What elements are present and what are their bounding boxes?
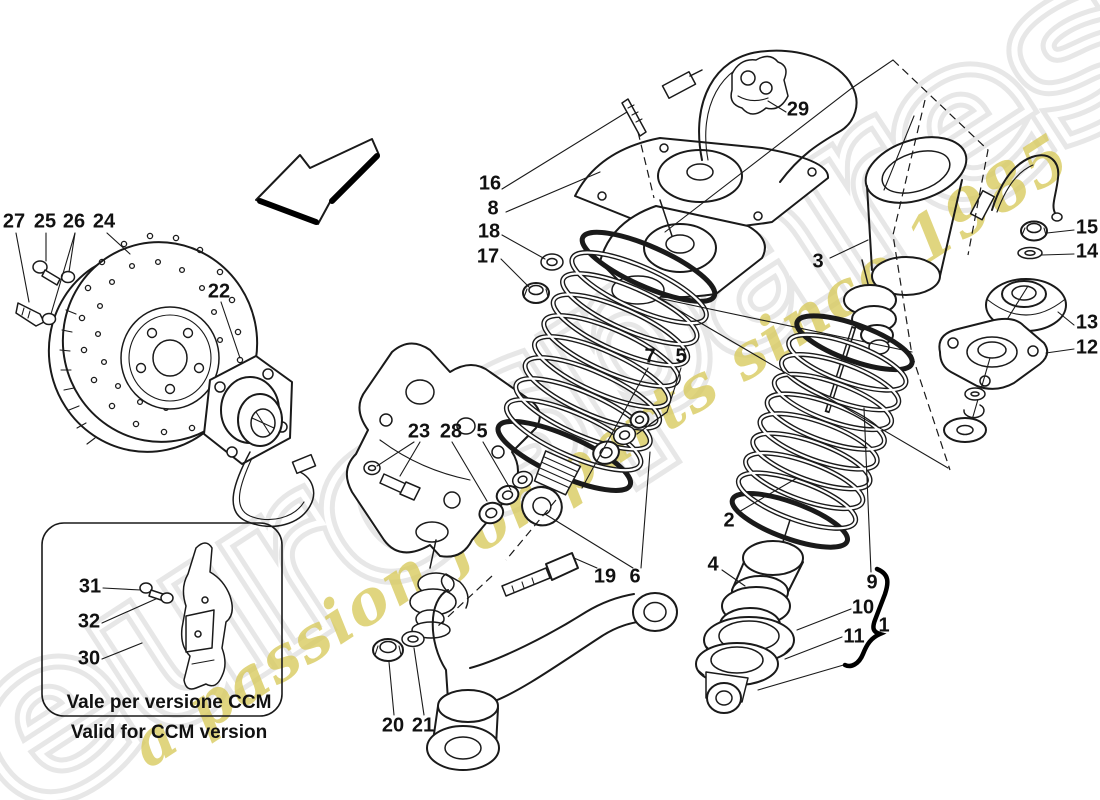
part-label-5b: 5 bbox=[675, 345, 687, 368]
part-label-19: 19 bbox=[593, 565, 617, 588]
lower-control-arm bbox=[426, 573, 678, 771]
ccm-inset-box bbox=[41, 522, 283, 717]
part-label-7: 7 bbox=[644, 345, 656, 368]
disc-fasteners bbox=[15, 260, 76, 327]
part-label-12: 12 bbox=[1075, 336, 1099, 359]
part-label-23: 23 bbox=[407, 420, 431, 443]
disc-bolt-holes bbox=[135, 327, 205, 395]
assembly-brace-1 bbox=[842, 566, 890, 669]
cable-bracket-29 bbox=[730, 55, 789, 115]
bolt-19 bbox=[501, 552, 579, 597]
bolt-25 bbox=[32, 260, 61, 286]
axis-dashes bbox=[437, 131, 655, 627]
leader-lines bbox=[15, 100, 1075, 716]
part-label-22: 22 bbox=[207, 280, 231, 303]
part-label-1: 1 bbox=[878, 614, 890, 637]
washer-14 bbox=[1017, 246, 1043, 260]
part-label-27: 27 bbox=[2, 210, 26, 233]
part-label-31: 31 bbox=[78, 575, 102, 598]
part-label-30: 30 bbox=[77, 647, 101, 670]
abs-sensor-cable bbox=[232, 451, 317, 528]
part-label-32: 32 bbox=[77, 610, 101, 633]
part-label-2: 2 bbox=[723, 509, 735, 532]
ccm-caption-english: Valid for CCM version bbox=[70, 722, 268, 743]
nut-17 bbox=[522, 282, 550, 304]
nut-32 bbox=[160, 592, 174, 604]
part-label-20: 20 bbox=[381, 714, 405, 737]
stud-27 bbox=[15, 302, 45, 327]
central-shock-lower-body bbox=[521, 450, 582, 527]
part-label-17: 17 bbox=[476, 245, 500, 268]
washer-circlip-washer bbox=[943, 387, 987, 443]
ccm-caption-italian: Vale per versione CCM bbox=[66, 692, 272, 713]
washer-21 bbox=[401, 630, 425, 648]
part-label-21: 21 bbox=[411, 714, 435, 737]
part-label-8: 8 bbox=[487, 197, 499, 220]
spring-top-mount bbox=[599, 199, 766, 305]
part-label-13: 13 bbox=[1075, 311, 1099, 334]
bush-set-right bbox=[592, 410, 650, 465]
right-shock-lower bbox=[695, 519, 804, 714]
part-label-10: 10 bbox=[851, 596, 875, 619]
part-label-25: 25 bbox=[33, 210, 57, 233]
part-label-11: 11 bbox=[843, 625, 865, 648]
nut-15 bbox=[1020, 220, 1048, 242]
bolt-23-washer bbox=[363, 460, 421, 501]
part-label-15: 15 bbox=[1075, 216, 1099, 239]
part-label-16: 16 bbox=[478, 172, 502, 195]
stud-and-bump-rubber bbox=[409, 539, 457, 639]
part-label-26: 26 bbox=[62, 210, 86, 233]
dust-cover-3 bbox=[864, 115, 968, 296]
part-label-9: 9 bbox=[866, 571, 878, 594]
stud-16 bbox=[621, 98, 647, 137]
sensor-cable-top-right bbox=[969, 154, 1063, 222]
part-label-24: 24 bbox=[92, 210, 116, 233]
part-label-29: 29 bbox=[786, 98, 810, 121]
heat-shield-30 bbox=[180, 542, 233, 690]
right-shock-eye bbox=[705, 671, 749, 714]
part-label-5a: 5 bbox=[476, 420, 488, 443]
part-label-18: 18 bbox=[477, 220, 501, 243]
projection-lines bbox=[657, 59, 989, 471]
washer-18 bbox=[540, 253, 564, 271]
part-label-4: 4 bbox=[707, 553, 719, 576]
right-spring-2 bbox=[729, 313, 915, 550]
wheel-hub bbox=[203, 355, 293, 465]
part-label-6: 6 bbox=[629, 565, 641, 588]
mount-plate-12 bbox=[938, 285, 1049, 421]
central-shock-spring bbox=[495, 229, 718, 527]
part-label-28: 28 bbox=[439, 420, 463, 443]
bush-set-left bbox=[478, 470, 534, 525]
direction-arrow-icon bbox=[255, 138, 380, 225]
nut-26b bbox=[41, 312, 57, 326]
part-label-14: 14 bbox=[1075, 240, 1099, 263]
disc-vent-slots bbox=[59, 309, 96, 445]
nut-20 bbox=[372, 638, 404, 662]
part-label-3: 3 bbox=[812, 250, 824, 273]
